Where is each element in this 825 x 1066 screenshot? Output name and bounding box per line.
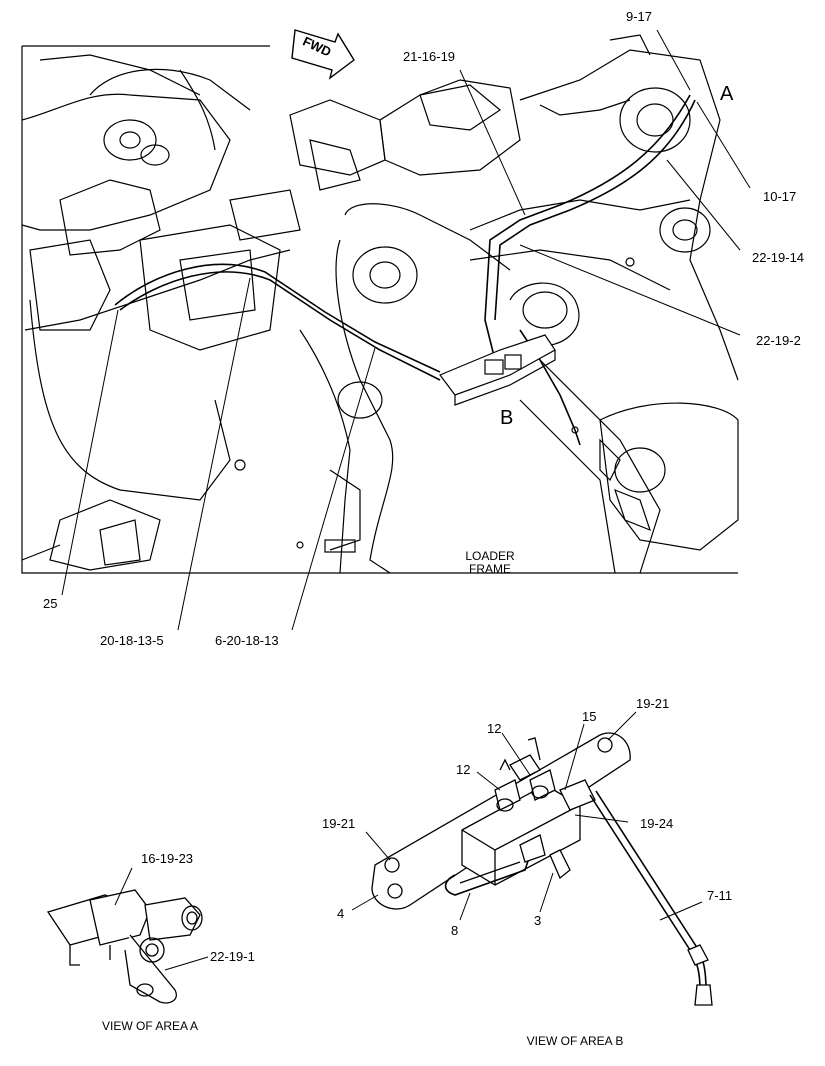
callout-area-b: B <box>500 407 514 429</box>
view-a-drawing <box>46 889 203 1004</box>
hydraulic-line <box>114 263 441 373</box>
hydraulic-line <box>484 94 691 361</box>
fwd-arrow <box>291 29 355 80</box>
hydraulic-line <box>119 271 441 381</box>
callout-19-21-left: 19-21 <box>322 816 356 831</box>
callout-10-17: 10-17 <box>763 189 797 204</box>
loader-frame-line2: FRAME <box>469 562 511 576</box>
view-b-drawing <box>371 732 713 1006</box>
callout-7-11: 7-11 <box>707 888 733 903</box>
view-a-leaders <box>114 867 209 971</box>
callout-8: 8 <box>451 923 459 938</box>
view-b-leaders <box>351 711 703 921</box>
loader-frame-label: LOADER FRAME <box>455 550 525 576</box>
view-a-caption: VIEW OF AREA A <box>101 1019 199 1033</box>
callout-12-upper: 12 <box>487 721 502 736</box>
hydraulic-line <box>494 99 696 321</box>
callout-21-16-19: 21-16-19 <box>403 49 456 64</box>
tube-8 <box>444 854 531 896</box>
valve-block-b <box>439 334 556 396</box>
view-b-caption: VIEW OF AREA B <box>526 1034 624 1048</box>
callout-4: 4 <box>337 906 345 921</box>
callout-area-a: A <box>720 83 734 105</box>
callout-12-lower: 12 <box>456 762 471 777</box>
leader-lines <box>61 29 751 631</box>
callout-20-18-13-5: 20-18-13-5 <box>100 633 164 648</box>
main-view <box>21 29 739 574</box>
callout-19-21-top: 19-21 <box>636 696 670 711</box>
loader-frame-line1: LOADER <box>465 549 515 563</box>
callout-9-17: 9-17 <box>626 9 653 24</box>
callout-3: 3 <box>534 913 542 928</box>
callout-25: 25 <box>43 596 58 611</box>
callout-22-19-1: 22-19-1 <box>210 949 255 964</box>
callout-15: 15 <box>582 709 597 724</box>
callout-22-19-2: 22-19-2 <box>756 333 801 348</box>
main-view-border <box>21 46 738 574</box>
callout-16-19-23: 16-19-23 <box>141 851 194 866</box>
callout-6-20-18-13: 6-20-18-13 <box>215 633 279 648</box>
callout-19-24: 19-24 <box>640 816 674 831</box>
callout-22-19-14: 22-19-14 <box>752 250 805 265</box>
